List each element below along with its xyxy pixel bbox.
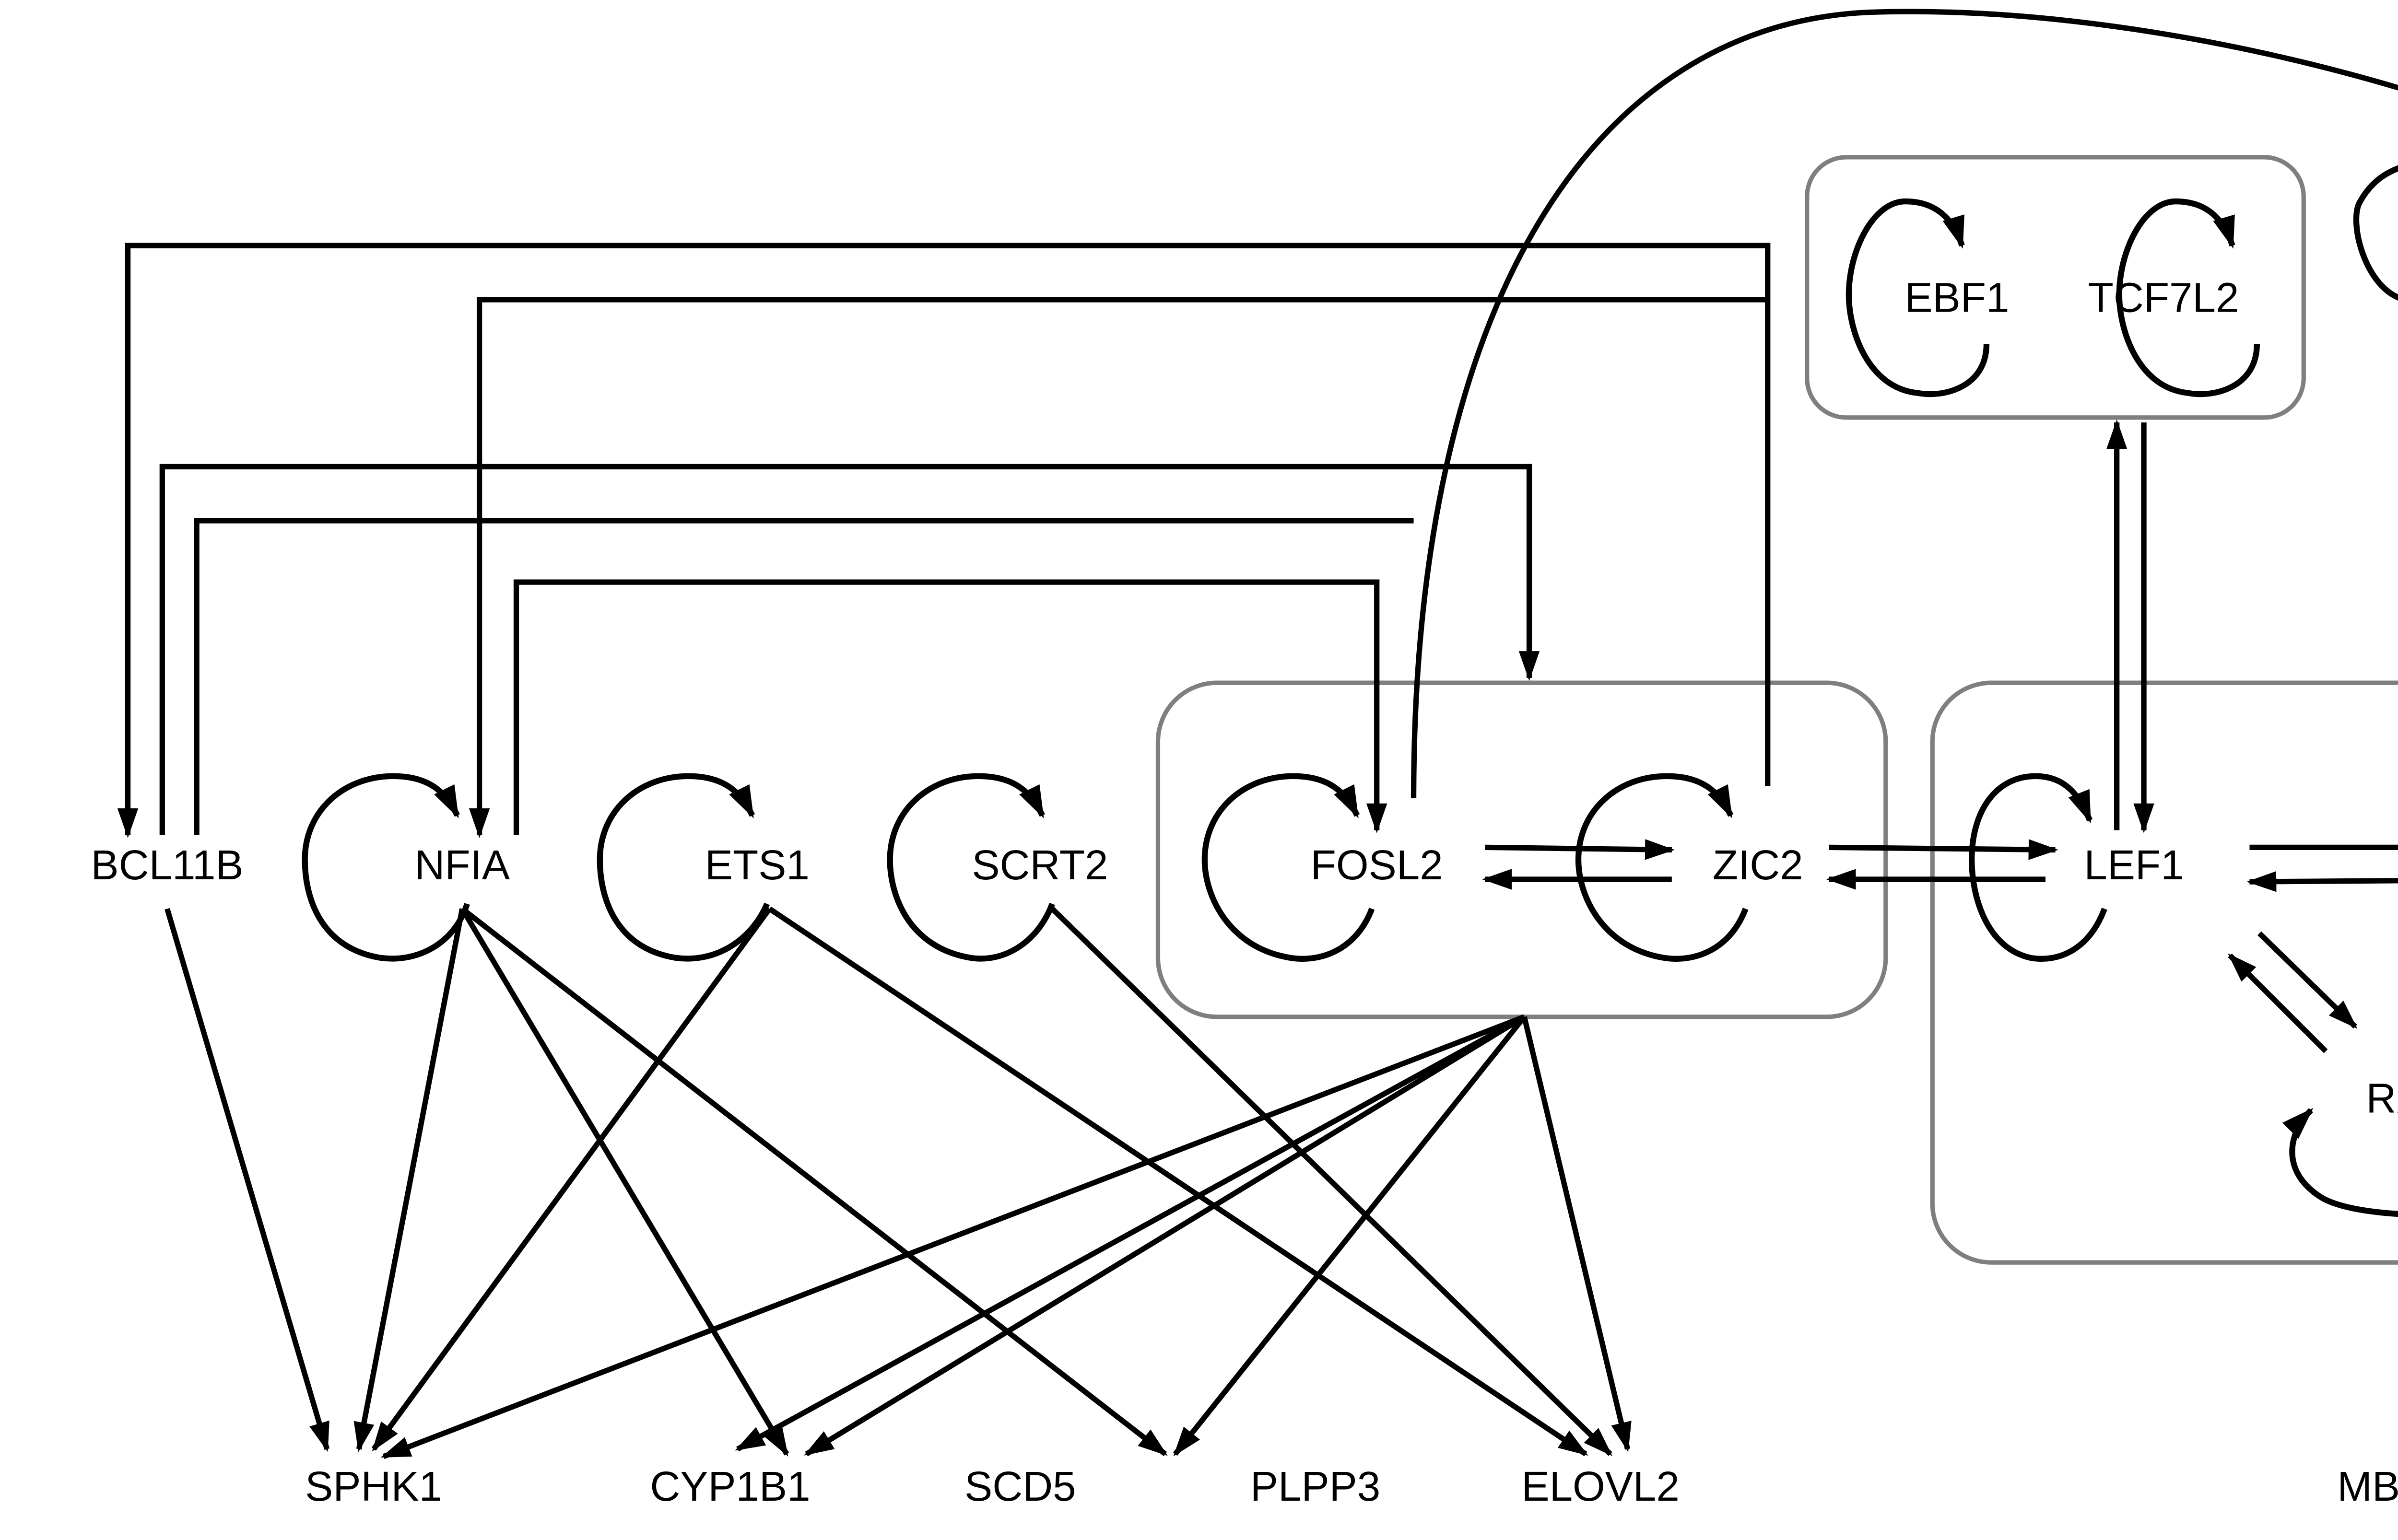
edge-nfia-to-fosl2: [513, 579, 1387, 835]
edge-lef1-to-rxrb: [2257, 931, 2358, 1029]
self-loop-fosl2: [1201, 773, 1375, 962]
edge-module-to-scd5: [804, 1015, 1526, 1457]
edge-nfia-to-plpp3: [460, 906, 1168, 1457]
edge-nfia-to-scd5: [459, 907, 789, 1457]
edge-bcl11b-to-fosl2: [194, 518, 1414, 835]
edge-module-to-sphk1: [380, 1014, 1526, 1459]
edge-nfia-to-sphk1: [353, 908, 465, 1452]
edge-module-to-cyp1b1: [735, 1014, 1526, 1452]
node-elovl2: ELOVL2: [1521, 1463, 1679, 1510]
edge-zic2-to-nfia: [469, 297, 1768, 838]
group-box-lef1-ehmt2-rxrb: [1930, 680, 2398, 1265]
self-loop-rxrb: [2282, 1108, 2398, 1217]
self-loop-zic2: [1575, 773, 1749, 962]
node-mboat7: MBOAT7: [2337, 1463, 2398, 1510]
node-plpp3: PLPP3: [1250, 1463, 1380, 1510]
node-nfia: NFIA: [414, 842, 509, 888]
edge-zic2-to-bcl11b: [117, 243, 1771, 838]
self-loop-ets1: [597, 773, 770, 962]
node-ets1: ETS1: [705, 842, 810, 888]
node-bcl11b: BCL11B: [91, 842, 244, 888]
edge-zic2-to-lef1: [1829, 839, 2058, 860]
self-loop-lef1: [1969, 773, 2107, 962]
node-zic2: ZIC2: [1713, 842, 1803, 888]
node-fosl2: FOSL2: [1311, 842, 1443, 888]
node-scd5: SCD5: [964, 1463, 1076, 1510]
node-cyp1b1: CYP1B1: [650, 1463, 810, 1510]
edge-module-to-plpp3: [1173, 1015, 1527, 1457]
edge-scrt2-to-elovl2: [1050, 907, 1613, 1457]
edge-bcl11b-to-module: [159, 464, 1540, 835]
self-loop-pbx2: [2353, 165, 2398, 301]
self-loop-nfia: [302, 773, 470, 962]
node-lef1: LEF1: [2084, 842, 2184, 888]
node-tcf7l2: TCF7L2: [2088, 275, 2239, 321]
edge-module-to-elovl2: [1521, 1016, 1632, 1452]
node-scrt2: SCRT2: [972, 842, 1108, 888]
edge-fosl2-to-fos: [1411, 9, 2398, 798]
edge-bcl11b-to-sphk1: [165, 908, 330, 1452]
edge-ets1-to-elovl2: [768, 906, 1588, 1457]
self-loop-scrt2: [887, 773, 1055, 962]
group-box-ebf1-tcf7l2: [1805, 155, 2306, 420]
node-sphk1: SPHK1: [305, 1463, 442, 1510]
self-loop-tcf7l2: [2116, 198, 2260, 397]
edge-ets1-to-sphk1: [371, 907, 772, 1452]
edge-rxrb-to-lef1: [2228, 953, 2328, 1053]
node-ebf1: EBF1: [1905, 275, 2010, 321]
node-rxrb: RXRB: [2366, 1075, 2398, 1122]
self-loop-ebf1: [1846, 198, 1990, 397]
edge-ehmt2-to-lef1: [2246, 871, 2398, 892]
